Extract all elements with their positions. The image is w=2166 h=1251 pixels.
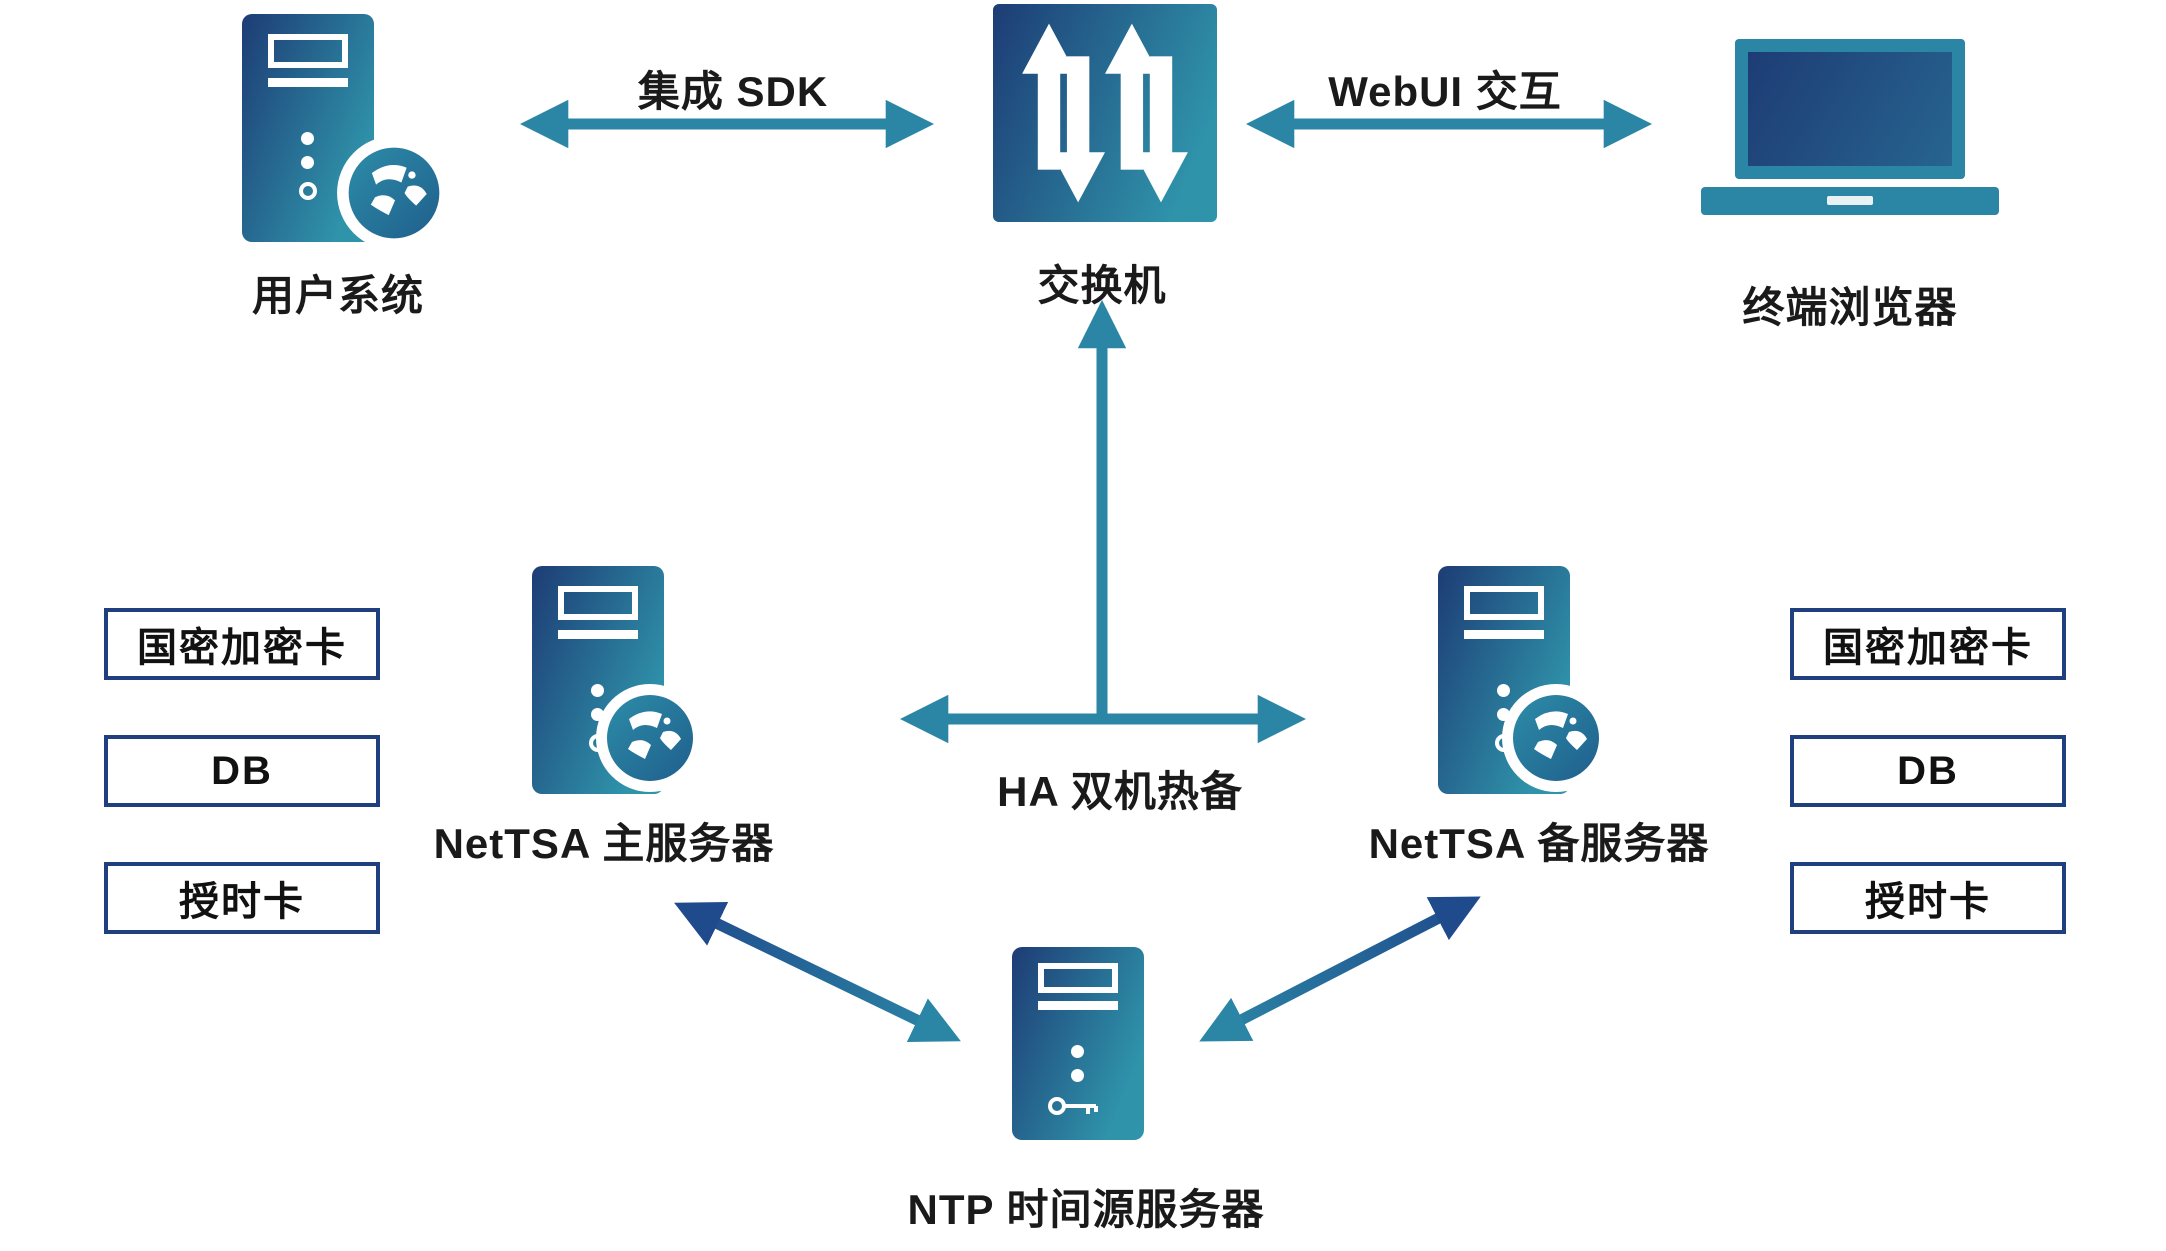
ntp-server-node [1012, 947, 1144, 1140]
server-led [591, 684, 604, 697]
primary-server-node [532, 566, 664, 794]
server-vent [558, 630, 638, 639]
globe-badge-icon [595, 683, 705, 793]
laptop-base [1701, 187, 1999, 215]
server-vent [1038, 1001, 1118, 1010]
key-icon [1048, 1097, 1098, 1115]
card-right-crypto: 国密加密卡 [1790, 608, 2066, 680]
edge-ntp-backup-arrow [1199, 896, 1481, 1042]
laptop-icon [1701, 39, 1999, 219]
user-system-node [242, 14, 374, 242]
card-left-crypto: 国密加密卡 [104, 608, 380, 680]
server-vent [268, 34, 348, 68]
card-right-timing: 授时卡 [1790, 862, 2066, 934]
backup-server-label: NetTSA 备服务器 [1368, 820, 1710, 867]
primary-server-label: NetTSA 主服务器 [433, 820, 775, 867]
server-led [301, 132, 314, 145]
server-port [299, 182, 317, 200]
server-led [1071, 1069, 1084, 1082]
server-vent [558, 586, 638, 620]
server-vent [1464, 586, 1544, 620]
switch-arrows [1022, 23, 1188, 203]
globe-badge-icon [336, 135, 452, 251]
switch-label: 交换机 [1037, 262, 1167, 309]
card-left-timing: 授时卡 [104, 862, 380, 934]
server-icon [1012, 947, 1144, 1140]
switch-icon [993, 4, 1217, 222]
terminal-browser-label: 终端浏览器 [1742, 284, 1958, 331]
server-led [301, 156, 314, 169]
backup-server-node [1438, 566, 1570, 794]
globe-badge-icon [1501, 683, 1611, 793]
laptop-screen-inner [1748, 52, 1952, 166]
ntp-server-label: NTP 时间源服务器 [907, 1186, 1265, 1233]
edge-ha-label: HA 双机热备 [997, 768, 1243, 815]
server-vent [268, 78, 348, 87]
laptop-screen [1735, 39, 1965, 179]
server-vent [1038, 963, 1118, 993]
edge-ntp-primary-arrow [674, 901, 961, 1043]
server-led [1071, 1045, 1084, 1058]
server-vent [1464, 630, 1544, 639]
edge-sdk-label: 集成 SDK [637, 68, 829, 115]
edge-webui-label: WebUI 交互 [1328, 68, 1562, 115]
card-right-db: DB [1790, 735, 2066, 807]
laptop-notch [1827, 196, 1873, 205]
server-led [1497, 684, 1510, 697]
card-left-db: DB [104, 735, 380, 807]
user-system-label: 用户系统 [251, 272, 424, 319]
